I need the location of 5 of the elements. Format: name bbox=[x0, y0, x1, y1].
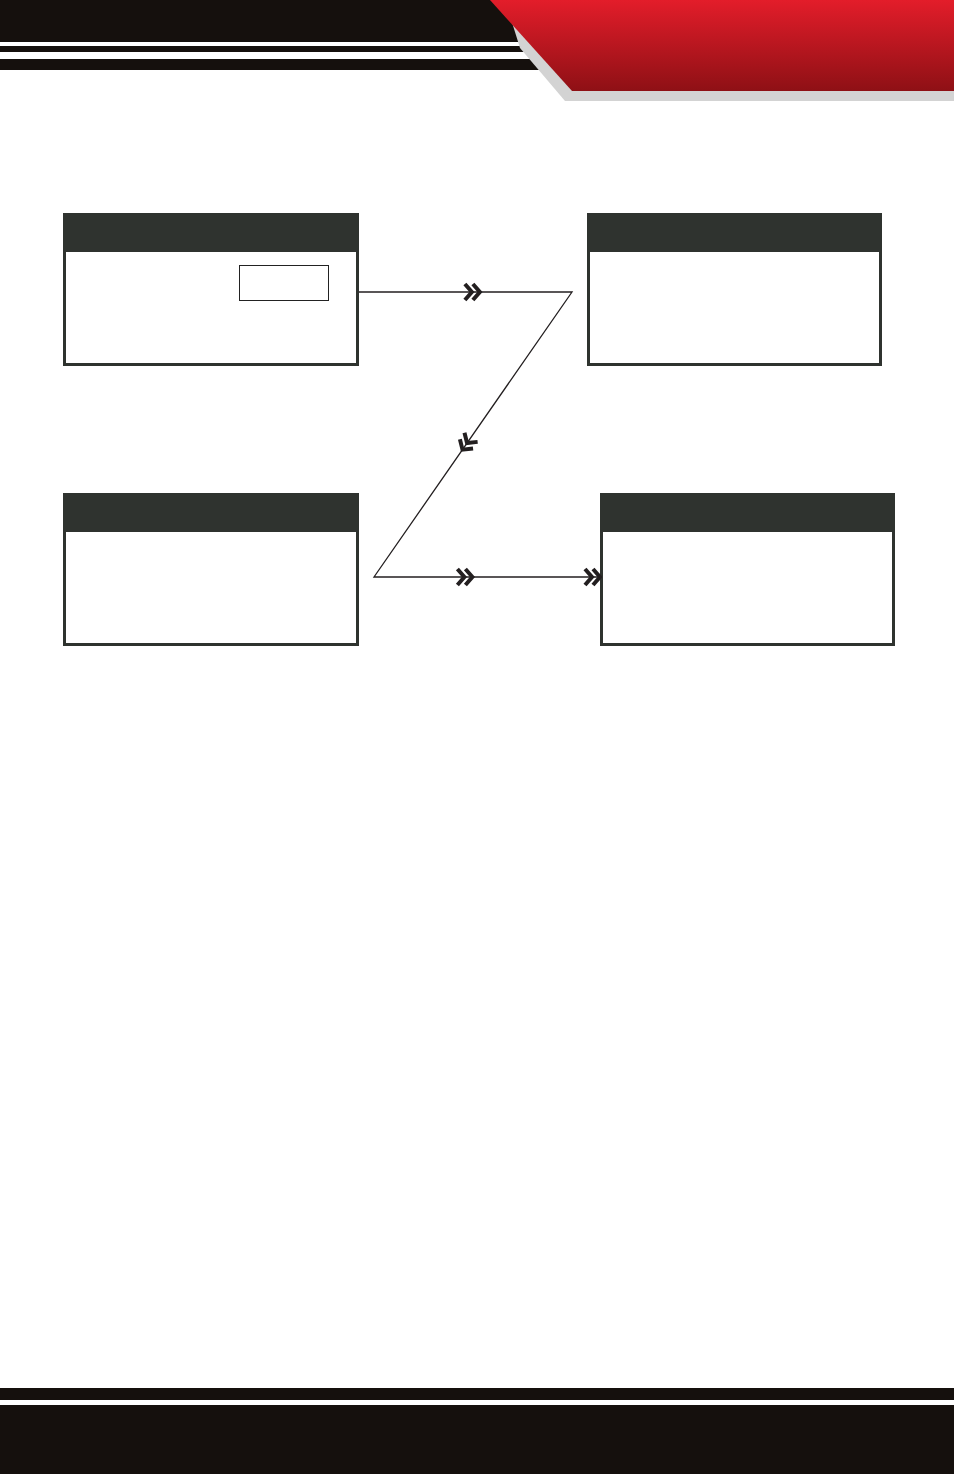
window-box bbox=[63, 213, 359, 366]
inset-box bbox=[239, 265, 329, 301]
window-box bbox=[587, 213, 882, 366]
window-box bbox=[63, 493, 359, 646]
window-box bbox=[600, 493, 895, 646]
